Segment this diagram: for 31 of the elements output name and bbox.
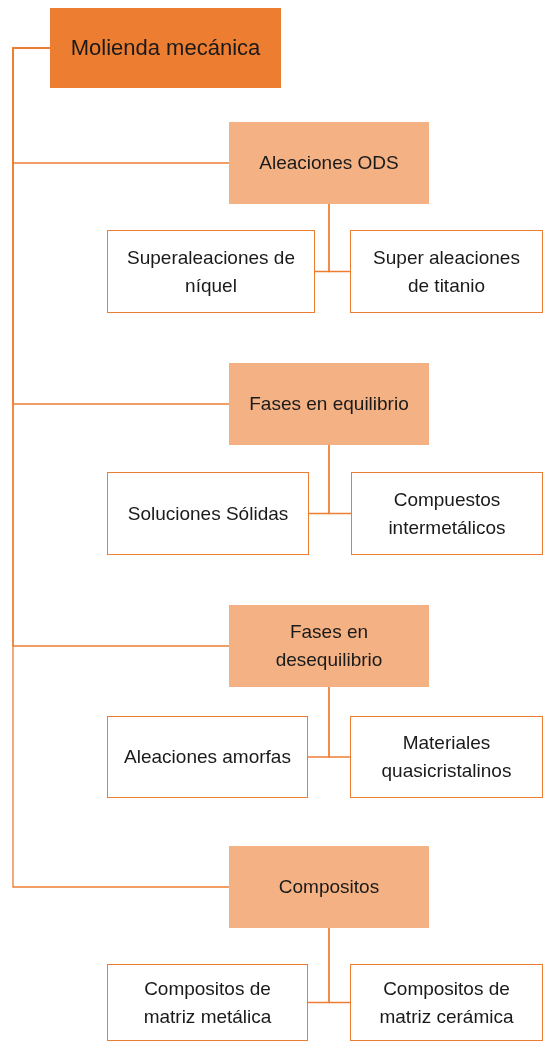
node-label: Compositos de matriz cerámica — [378, 976, 515, 1029]
subcategory-box — [350, 716, 543, 798]
subcategory-box — [351, 472, 543, 555]
node-label: Compositos de matriz metálica — [142, 976, 273, 1029]
subcategory-box — [107, 964, 308, 1041]
connector-line — [328, 444, 352, 515]
node-label: Aleaciones ODS — [259, 151, 399, 176]
node-label: Materiales quasicristalinos — [380, 731, 513, 783]
subcategory-box — [350, 964, 543, 1041]
node-label: Super aleaciones de titanio — [372, 245, 521, 298]
category-box — [229, 122, 429, 204]
subcategory-box — [107, 716, 308, 798]
node-label: Fases en desequilibrio — [274, 620, 384, 672]
node-label: Compuestos intermetálicos — [387, 487, 507, 540]
subcategory-box — [350, 230, 543, 313]
node-label: Superaleaciones de níquel — [126, 245, 296, 298]
root-box — [50, 8, 281, 88]
connector-line — [328, 927, 351, 1004]
subcategory-box — [107, 472, 309, 555]
node-label: Molienda mecánica — [70, 34, 261, 63]
connector-line — [328, 686, 351, 758]
category-box — [229, 605, 429, 687]
connector-line — [12, 47, 230, 888]
subcategory-box — [107, 230, 315, 313]
node-label: Fases en equilibrio — [249, 392, 409, 417]
connector-line — [328, 203, 351, 273]
category-box — [229, 363, 429, 445]
node-label: Aleaciones amorfas — [124, 745, 291, 770]
node-label: Soluciones Sólidas — [127, 501, 289, 526]
node-label: Compositos — [278, 875, 380, 900]
category-box — [229, 846, 429, 928]
